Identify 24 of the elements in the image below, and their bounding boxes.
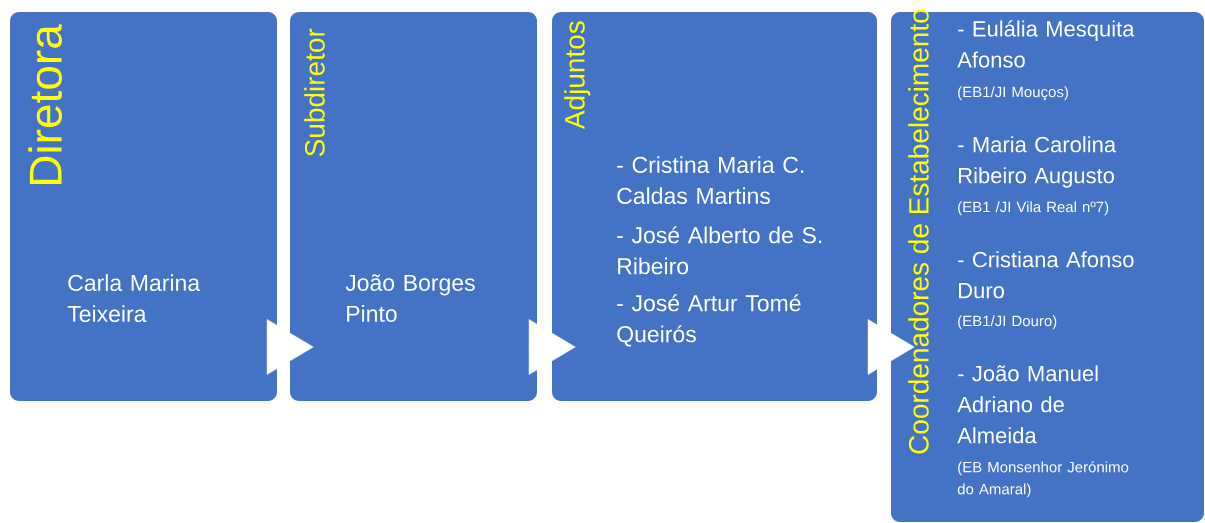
org-box (290, 12, 537, 401)
role-heading: Adjuntos (564, 21, 591, 130)
school-name: (EB1/JI Mouços) (958, 86, 1068, 101)
school-name: (EB1 /JI Vila Real nº7) (958, 201, 1109, 216)
person-name: - João Manuel Adriano de Almeida (957, 365, 1098, 444)
person-name: - José Artur Tomé Queirós (617, 294, 801, 347)
chevron-arrow (527, 319, 576, 375)
org-box (10, 12, 277, 401)
role-heading: Subdiretor (304, 28, 325, 157)
chevron-arrow (266, 319, 314, 375)
person-name: - Cristina Maria C. Caldas Martins (617, 156, 804, 205)
chevron-arrow (867, 319, 915, 375)
school-name: (EB Monsenhor Jerónimo do Amaral) (957, 461, 1129, 498)
school-name: (EB1/JI Douro) (958, 315, 1057, 330)
person-name: - Maria Carolina Ribeiro Augusto (958, 136, 1117, 188)
role-heading: Coordenadores de Estabelecimento (908, 9, 929, 454)
person-name: João Borges Pinto (345, 274, 475, 322)
org-box (552, 12, 877, 401)
person-name: Carla Marina Teixeira (67, 274, 201, 323)
person-name: - José Alberto de S. Ribeiro (617, 226, 822, 275)
person-name: - Eulália Mesquita Afonso (957, 20, 1135, 68)
person-name: - Cristiana Afonso Duro (958, 251, 1134, 299)
role-heading: Diretora (28, 24, 62, 185)
org-box (891, 9, 1204, 522)
